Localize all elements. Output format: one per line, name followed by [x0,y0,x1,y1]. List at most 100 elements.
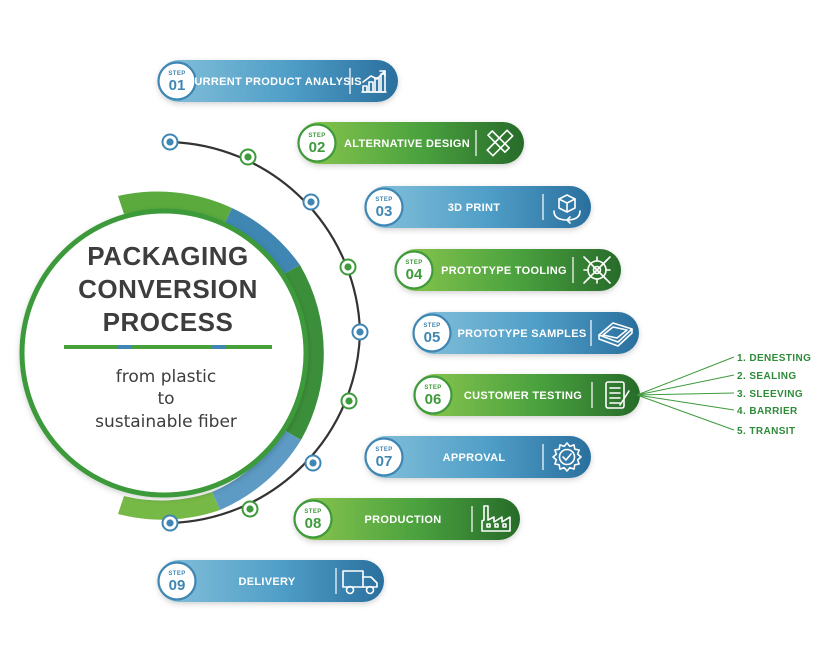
step-number: 04 [406,266,423,283]
substep-connector [636,374,735,396]
substep-label: 5. TRANSIT [737,426,795,437]
step-number: 02 [309,139,326,156]
step-label: ALTERNATIVE DESIGN [344,138,470,150]
testing-substep-4: 4. BARRIER [636,394,798,417]
step-label: PROTOTYPE SAMPLES [458,328,587,340]
tray-icon [598,322,633,347]
hub-title-line-1: PACKAGING [87,241,248,271]
timeline-dot-8 [241,500,259,518]
timeline-dot-9 [161,514,179,532]
timeline-dot-3 [302,193,320,211]
step-number: 08 [305,515,322,532]
substep-label: 3. SLEEVING [737,389,803,400]
step-word: STEP [168,571,185,577]
step-badge [364,187,404,227]
timeline-dot-1 [161,133,179,151]
hub-title-line-3: PROCESS [103,307,234,337]
step-word: STEP [405,260,422,266]
step-pill [413,312,639,354]
step-word: STEP [168,71,185,77]
testing-substep-2: 2. SEALING [636,371,797,396]
step-word: STEP [424,385,441,391]
step-word: STEP [375,447,392,453]
step-number: 03 [376,203,393,220]
substep-connector [636,394,735,411]
factory-icon [481,505,511,532]
step-word: STEP [304,509,321,515]
hub-subtitle-line-3: sustainable fiber [95,412,237,432]
hub-divider [64,345,272,349]
step-label: CUSTOMER TESTING [464,390,582,402]
step-label: APPROVAL [443,452,506,464]
step-badge [394,250,434,290]
step-badge [412,313,452,353]
step-pill [294,498,520,540]
step-badge [157,561,197,601]
gear-tools-icon [583,256,611,284]
step-pill [365,436,591,478]
hub-title-line-2: CONVERSION [78,274,258,304]
ruler-pencil-icon [486,129,514,157]
ring-segment-blue-upper [224,208,300,275]
testing-substep-1: 1. DENESTING [636,353,811,396]
step-number: 07 [376,453,393,470]
step-number: 05 [424,329,441,346]
step-number: 06 [425,391,442,408]
step-badge [297,123,337,163]
step-pill [414,374,640,416]
substep-connector [636,356,735,396]
timeline-dot-4 [339,258,357,276]
hub-subtitle-line-2: to [157,389,174,409]
truck-icon [342,570,378,595]
step-badge [157,61,197,101]
timeline-dot-7 [304,454,322,472]
3d-cube-rotate-icon [553,194,581,224]
substep-connector [636,394,735,431]
chart-growth-icon [361,70,387,93]
ring-segment-blue-lower [212,430,301,510]
testing-substep-3: 3. SLEEVING [636,389,803,400]
hub-circle [19,208,309,498]
step-label: 3D PRINT [448,202,501,214]
step-pill [298,122,524,164]
substep-connector [636,392,735,396]
substep-label: 1. DENESTING [737,353,811,364]
step-pill [365,186,591,228]
substep-label: 4. BARRIER [737,406,798,417]
step-label: PROTOTYPE TOOLING [441,265,567,277]
step-badge [413,375,453,415]
step-number: 01 [169,77,186,94]
ring-segment-green-middle [282,265,324,440]
timeline-dot-6 [340,392,358,410]
hub-subtitle-line-1: from plastic [116,367,217,387]
step-number: 09 [169,577,186,594]
step-label: DELIVERY [238,576,295,588]
step-label: PRODUCTION [365,514,442,526]
approval-badge-icon [552,442,582,472]
step-word: STEP [308,133,325,139]
step-badge [293,499,333,539]
checklist-icon [605,381,630,409]
timeline-dot-2 [239,148,257,166]
step-pill [158,60,398,102]
step-badge [364,437,404,477]
timeline-dot-5 [351,323,369,341]
step-pill [395,249,621,291]
step-word: STEP [423,323,440,329]
substep-label: 2. SEALING [737,371,797,382]
testing-substep-5: 5. TRANSIT [636,394,795,437]
step-word: STEP [375,197,392,203]
ring-segment-green-bottom [118,492,220,520]
step-label: CURRENT PRODUCT ANALYSIS [186,76,362,88]
